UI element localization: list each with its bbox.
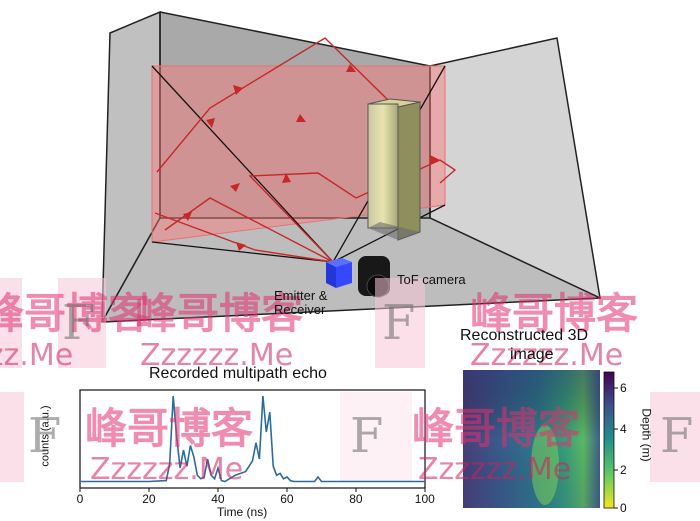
room-back-edge-top [159, 11, 431, 67]
emitter-side [336, 262, 352, 288]
ray-arrow [206, 118, 215, 128]
ray-path-red [164, 197, 334, 263]
watermark-letter: F [350, 408, 384, 464]
room-scene [100, 10, 601, 323]
echo-y-axis-label: counts (a.u.) [39, 405, 52, 467]
echo-x-tick-label: 60 [280, 492, 294, 506]
receiver-label: Receiver [274, 302, 326, 317]
ray-arrow [430, 155, 440, 165]
echo-x-axis-label: Time (ns) [217, 505, 268, 519]
depth-title-line1: Reconstructed 3D [460, 327, 589, 344]
watermark-text: 峰哥博客 [412, 404, 581, 453]
echo-series-line [80, 395, 425, 483]
emitter-front [326, 262, 336, 288]
depth-title-line2: image [510, 346, 554, 363]
watermark-text: 峰哥博客 [85, 404, 254, 453]
ray-line [151, 65, 334, 263]
ray-arrow [233, 85, 243, 95]
room-back-wall [160, 12, 430, 218]
ray-path-red [248, 159, 457, 263]
ray-arrow [236, 242, 246, 251]
ray-arrow [346, 64, 356, 72]
watermark-url: Zzzzzz.Me [470, 338, 624, 373]
emitter-label: Emitter & [274, 288, 328, 303]
ray-arrow [230, 183, 240, 192]
watermark-url: Zzzzzz.Me [0, 338, 74, 373]
watermark-letter: F [382, 295, 416, 351]
emitter-top [326, 258, 352, 267]
echo-x-tick-label: 80 [349, 492, 363, 506]
ray-arrow [296, 114, 306, 122]
depth-heatmap-shade [463, 370, 600, 508]
colorbar-tick-label: 0 [620, 501, 627, 515]
echo-x-tick-label: 100 [414, 492, 435, 506]
watermark-text: 峰哥博客 [135, 289, 304, 338]
watermark-band [0, 278, 22, 368]
echo-plot-title: Recorded multipath echo [149, 365, 327, 382]
ray-arrow [282, 173, 291, 183]
occluding-box [367, 98, 421, 241]
depth-image [463, 370, 618, 509]
depth-near-region [531, 425, 559, 505]
watermark-url: Zzzzzz.Me [140, 338, 294, 373]
emitter-receiver-device [326, 258, 352, 288]
box-shadow [368, 222, 420, 240]
echo-x-ticks [79, 488, 426, 492]
watermark-band [0, 392, 24, 482]
depth-colorbar [603, 371, 615, 509]
box-front [367, 103, 399, 229]
echo-x-tick-label: 40 [211, 492, 225, 506]
colorbar-label: Depth (m) [639, 408, 654, 462]
echo-plot [79, 389, 426, 492]
watermark-band [375, 278, 425, 368]
watermark-text: 峰哥博客 [0, 289, 151, 338]
watermark-letter: F [62, 295, 96, 351]
camera-label: ToF camera [397, 272, 466, 287]
watermark-band [650, 392, 700, 482]
echo-x-tick-label: 20 [142, 492, 156, 506]
colorbar-tick-label: 4 [620, 422, 627, 436]
watermark-letter: F [660, 408, 694, 464]
watermark-text: 峰哥博客 [470, 289, 639, 338]
watermark-letter: F [28, 408, 62, 464]
watermark-url: Zzzzzz.Me [418, 452, 572, 487]
echo-x-tick-label: 0 [76, 492, 84, 506]
echo-plot-frame [79, 389, 426, 489]
watermark-url: Zzzzzz.Me [90, 452, 244, 487]
watermark-band [58, 278, 106, 368]
ray-path-red [154, 212, 334, 263]
colorbar-tick-label: 6 [620, 381, 627, 395]
ray-arrow [183, 212, 192, 221]
box-side [397, 101, 421, 241]
ray-line [151, 241, 334, 263]
colorbar-tick-label: 2 [620, 463, 627, 477]
